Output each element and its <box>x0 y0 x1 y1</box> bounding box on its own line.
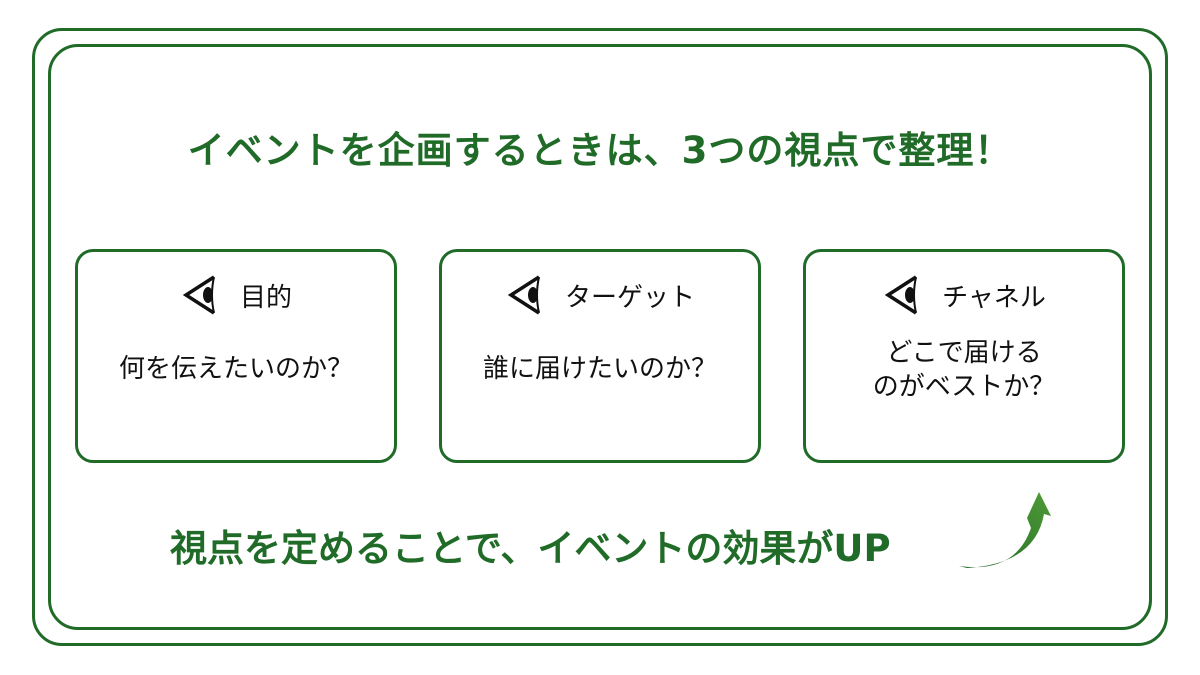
card-channel: チャネル どこで届ける のがベストか？ <box>803 249 1125 463</box>
question-line: 誰に届けたいのか？ <box>482 354 717 384</box>
card-header: チャネル <box>806 272 1122 318</box>
card-purpose: 目的 何を伝えたいのか？ <box>75 249 397 463</box>
footer-message: 視点を定めることで、イベントの効果がUP <box>170 527 891 570</box>
card-header: ターゲット <box>442 272 758 318</box>
up-arrow-icon <box>955 482 1055 578</box>
card-question: 何を伝えたいのか？ <box>78 352 394 386</box>
card-question: 誰に届けたいのか？ <box>442 352 758 386</box>
diagram-title: イベントを企画するときは、3つの視点で整理！ <box>187 129 1013 172</box>
card-title: チャネル <box>942 282 1046 313</box>
card-title: 目的 <box>239 282 292 313</box>
question-line: どこで届ける <box>886 338 1042 368</box>
question-line: 何を伝えたいのか？ <box>118 354 353 384</box>
eye-icon <box>180 273 220 317</box>
card-question: どこで届ける のがベストか？ <box>806 336 1122 404</box>
outer-frame-front <box>48 44 1152 630</box>
outer-frame-back <box>32 28 1168 646</box>
eye-icon <box>505 273 545 317</box>
eye-icon <box>882 273 922 317</box>
question-line: のがベストか？ <box>872 372 1056 402</box>
card-title: ターゲット <box>564 282 695 313</box>
card-target: ターゲット 誰に届けたいのか？ <box>439 249 761 463</box>
card-header: 目的 <box>78 272 394 318</box>
